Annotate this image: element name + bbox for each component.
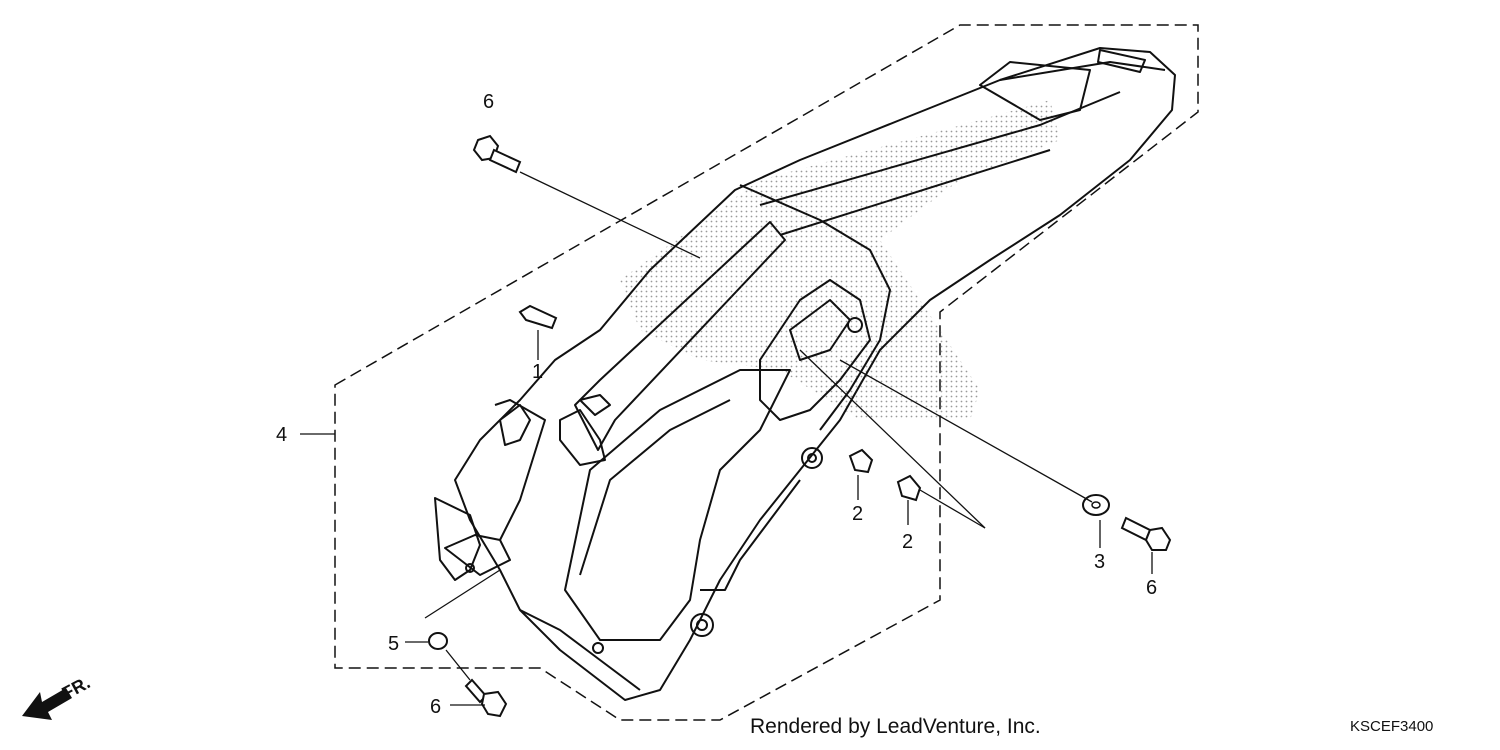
callout-3: 3 [1094,551,1105,573]
part-6-bolt-right [1120,516,1172,551]
callout-1: 1 [532,361,543,383]
rear-fender [434,47,1176,701]
part-5-grommet [428,632,448,650]
left-down-arrow-icon [22,688,72,720]
fender-shading [620,100,1060,420]
part-1-sticker [518,304,558,330]
diagram-code: KSCEF3400 [1350,718,1433,735]
callout-4: 4 [276,424,287,446]
part-2-clip-nut-b [896,474,922,502]
part-6-bolt-bottom [464,678,508,718]
callout-2-left: 2 [852,503,863,525]
callout-6-right: 6 [1146,577,1157,599]
leader-lines [300,171,1153,706]
part-2-clip-nut-a [848,448,874,474]
callout-5: 5 [388,633,399,655]
callout-6-top: 6 [483,91,494,113]
front-direction-indicator: FR. [22,672,93,720]
render-credit: Rendered by LeadVenture, Inc. [750,715,1041,738]
part-6-bolt-top [472,134,522,174]
callout-6-bottom: 6 [430,696,441,718]
assembly-boundary [334,24,1199,721]
callout-2-right: 2 [902,531,913,553]
part-3-washer [1082,494,1110,516]
